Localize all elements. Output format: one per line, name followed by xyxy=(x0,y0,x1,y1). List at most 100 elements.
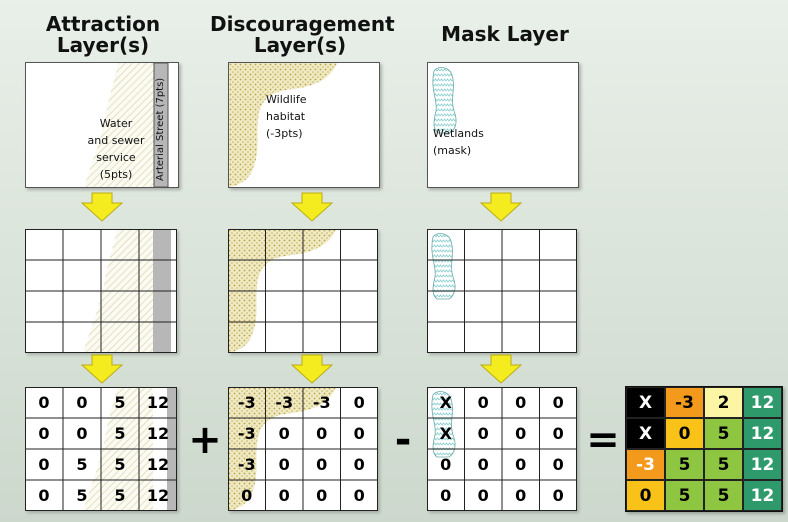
arterial-street-label: Arterial Street (7pts) xyxy=(155,77,166,181)
grid-cell-value: 0 xyxy=(38,486,50,505)
grid-cell-value: 0 xyxy=(76,393,88,412)
grid-cell-value: 0 xyxy=(353,455,365,474)
attraction-map-panel: Water and sewer service (5pts) Arterial … xyxy=(25,62,179,188)
grid-cell-value: 0 xyxy=(38,393,50,412)
grid-cell-value: 5 xyxy=(76,455,88,474)
attraction-value-grid-lines xyxy=(25,387,177,511)
grid-cell-value: 0 xyxy=(38,424,50,443)
discouragement-grid-overlay xyxy=(228,229,378,353)
arterial-street-strip xyxy=(153,63,169,187)
grid-cell-value: 0 xyxy=(552,424,564,443)
down-arrow-icon xyxy=(479,354,523,384)
grid-cell-value: X xyxy=(439,393,452,412)
result-cell: 12 xyxy=(743,418,782,449)
grid-cell-value: 0 xyxy=(515,424,527,443)
result-cell: -3 xyxy=(626,449,665,480)
grid-cell-value: 12 xyxy=(146,393,170,412)
wetlands-label: Wetlands (mask) xyxy=(433,127,484,157)
grid-cell-value: 0 xyxy=(316,486,328,505)
grid-cell-value: 0 xyxy=(440,455,452,474)
grid-cell-value: -3 xyxy=(237,393,256,412)
mask-grid-lines xyxy=(427,229,577,353)
result-cell: X xyxy=(626,418,665,449)
grid-cell-value: -3 xyxy=(237,455,256,474)
water-sewer-area xyxy=(84,63,154,187)
wildlife-habitat-label: Wildlife habitat (-3pts) xyxy=(266,93,307,140)
grid-cell-value: 0 xyxy=(552,486,564,505)
grid-cell-value: -3 xyxy=(275,393,294,412)
mask-grid-overlay xyxy=(427,229,577,353)
habitat-map-shapes xyxy=(229,63,337,187)
grid-cell-value: 0 xyxy=(477,486,489,505)
discouragement-title: Discouragement Layer(s) xyxy=(210,12,395,57)
grid-cell-value: 0 xyxy=(241,486,253,505)
result-cell: 2 xyxy=(704,387,743,418)
mask-value-grid-lines xyxy=(427,387,577,511)
down-arrow-icon xyxy=(290,192,334,222)
grid-cell-value: 0 xyxy=(515,486,527,505)
result-cell: -3 xyxy=(665,387,704,418)
plus-operator: + xyxy=(188,417,222,463)
result-cell: 0 xyxy=(665,418,704,449)
grid-cell-value: 5 xyxy=(76,486,88,505)
result-cell: 12 xyxy=(743,480,782,511)
grid-cell-value: 0 xyxy=(76,424,88,443)
discouragement-value-grid-lines xyxy=(228,387,378,511)
down-arrow-icon xyxy=(80,192,124,222)
attraction-grid-overlay xyxy=(25,229,177,353)
grid-cell-value: 12 xyxy=(146,455,170,474)
result-cell: X xyxy=(626,387,665,418)
mask-map-panel: Wetlands (mask) xyxy=(427,62,579,188)
attraction-title: Attraction Layer(s) xyxy=(45,12,161,57)
grid-cell-value: 0 xyxy=(38,455,50,474)
attraction-grid-lines xyxy=(25,229,177,353)
down-arrow-icon xyxy=(80,354,124,384)
grid-cell-value: 5 xyxy=(114,486,126,505)
result-cell: 5 xyxy=(665,449,704,480)
result-cell: 0 xyxy=(626,480,665,511)
discouragement-value-grid: -3 -3 -3 0 -3 0 0 0 -3 0 0 0 0 0 0 0 xyxy=(228,387,378,511)
grid-cell-value: 12 xyxy=(146,486,170,505)
grid-cell-value: X xyxy=(439,424,452,443)
grid-cell-value: 0 xyxy=(552,393,564,412)
grid-cell-value: 0 xyxy=(278,424,290,443)
grid-cell-value: -3 xyxy=(312,393,331,412)
grid-cell-value: 0 xyxy=(515,455,527,474)
grid-cell-value: 12 xyxy=(146,424,170,443)
attraction-map-shapes xyxy=(84,63,169,187)
grid-cell-value: 0 xyxy=(440,486,452,505)
grid-cell-value: 5 xyxy=(114,424,126,443)
grid-cell-value: 0 xyxy=(353,393,365,412)
wildlife-habitat-area xyxy=(229,63,337,187)
result-cell: 12 xyxy=(743,449,782,480)
grid-cell-value: 5 xyxy=(114,455,126,474)
grid-cell-value: 0 xyxy=(477,424,489,443)
grid-cell-value: 0 xyxy=(515,393,527,412)
grid-cell-value: 0 xyxy=(278,455,290,474)
grid-cell-value: 0 xyxy=(353,424,365,443)
result-cell: 5 xyxy=(665,480,704,511)
down-arrow-icon xyxy=(479,192,523,222)
equals-operator: = xyxy=(586,417,620,463)
wetland-area xyxy=(432,67,457,134)
grid-cell-value: -3 xyxy=(237,424,256,443)
grid-cell-value: 0 xyxy=(552,455,564,474)
result-cell: 5 xyxy=(704,418,743,449)
water-sewer-label: Water and sewer service (5pts) xyxy=(87,117,145,181)
grid-cell-value: 0 xyxy=(477,455,489,474)
grid-cell-value: 5 xyxy=(114,393,126,412)
mask-title: Mask Layer xyxy=(441,22,569,46)
discouragement-grid-lines xyxy=(228,229,378,353)
grid-cell-value: 0 xyxy=(316,424,328,443)
result-cell: 5 xyxy=(704,449,743,480)
down-arrow-icon xyxy=(290,354,334,384)
wetland-map-shapes xyxy=(432,67,457,134)
discouragement-map-panel: Wildlife habitat (-3pts) xyxy=(228,62,380,188)
grid-cell-value: 0 xyxy=(477,393,489,412)
grid-cell-value: 0 xyxy=(353,486,365,505)
grid-cell-value: 0 xyxy=(316,455,328,474)
grid-cell-value: 0 xyxy=(278,486,290,505)
result-cell: 12 xyxy=(743,387,782,418)
